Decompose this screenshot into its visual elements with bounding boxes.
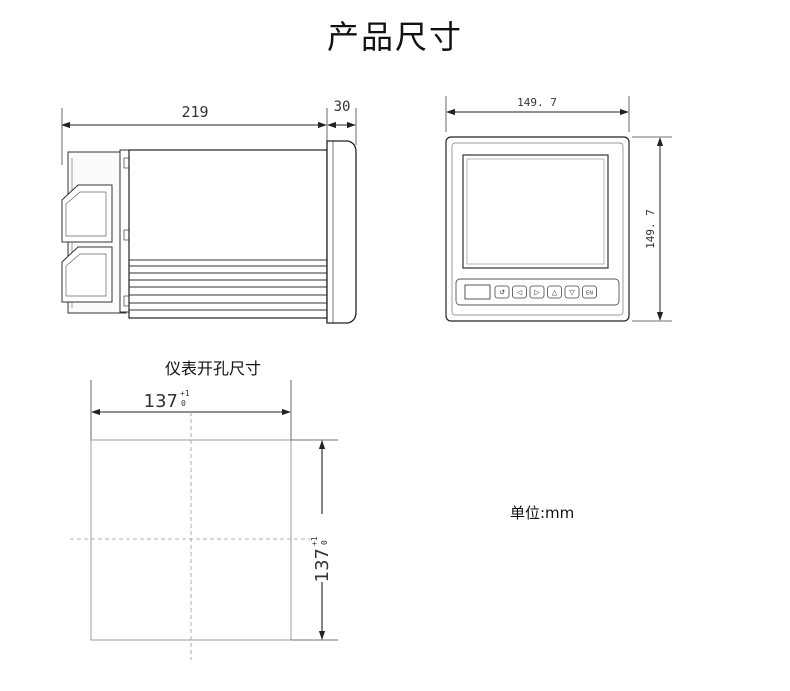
main-body (128, 149, 328, 319)
dim-label-30: 30 (334, 99, 351, 115)
cutout-view: 仪表开孔尺寸 137 +1 0 137 +1 0 (70, 359, 338, 660)
side-view: 219 30 (61, 99, 357, 324)
display-screen (462, 154, 609, 269)
terminal-connector-upper (61, 184, 113, 243)
dim-label-height: 149. 7 (644, 209, 657, 249)
panel-button-6 (582, 285, 597, 299)
cutout-width-label: 137 (144, 391, 178, 412)
dim-label-width: 149. 7 (517, 96, 557, 109)
cutout-height-tol-lower: 0 (320, 540, 329, 545)
left-button-icon: ◁ (517, 289, 523, 297)
indicator-window (464, 284, 491, 300)
panel-button-2 (512, 285, 527, 299)
panel-button-3 (529, 285, 545, 299)
panel-button-4 (547, 285, 562, 299)
panel-button-5 (564, 285, 580, 299)
terminal-connector-lower (61, 246, 113, 303)
right-button-icon: ▷ (534, 289, 540, 297)
reset-button-icon: ↺ (499, 289, 505, 297)
up-button-icon: △ (552, 289, 558, 297)
front-view: 149. 7 149. 7 ↺ ◁ ▷ △ ▽ EN (445, 96, 672, 322)
enter-button: EN (586, 291, 593, 297)
cutout-height-tol-upper: +1 (310, 536, 319, 546)
page-title: 产品尺寸 (326, 18, 463, 56)
front-bezel (326, 140, 357, 324)
cutout-height-label: 137 (312, 548, 333, 582)
cutout-title: 仪表开孔尺寸 (165, 359, 261, 378)
cutout-width-tol-lower: 0 (181, 399, 186, 408)
unit-label: 单位:mm (510, 504, 574, 522)
cutout-width-tol-upper: +1 (180, 389, 190, 398)
down-button-icon: ▽ (569, 289, 575, 297)
panel-button-1 (494, 285, 510, 299)
dim-label-219: 219 (181, 103, 208, 121)
